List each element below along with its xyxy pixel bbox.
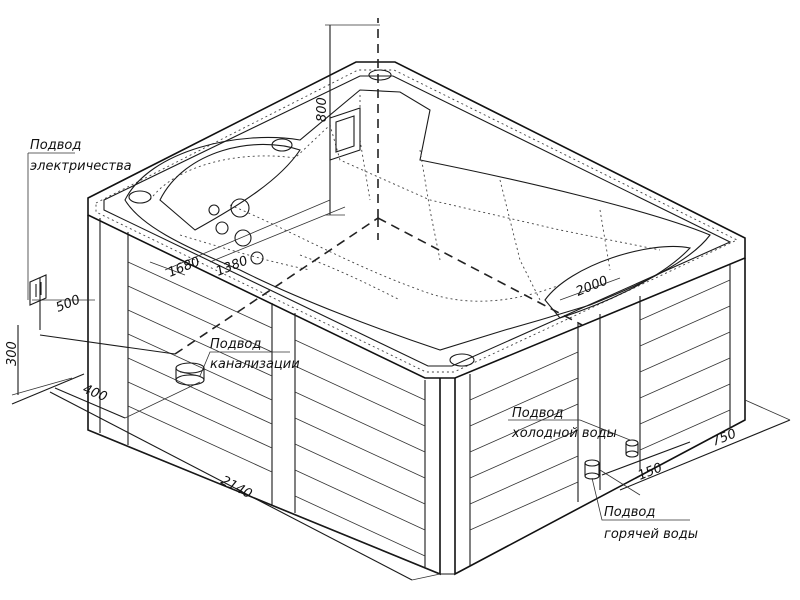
dim-300: 300 <box>5 341 20 366</box>
dimension-lines <box>11 24 791 581</box>
dim-800: 800 <box>315 97 330 122</box>
label-electric-line1: Подвод <box>30 138 81 153</box>
label-electric-line2: электричества <box>30 159 132 174</box>
tub-interior <box>124 69 711 367</box>
skirt-slats-right <box>469 279 731 531</box>
cold-water-pipe-icon <box>625 439 639 458</box>
tub-body <box>87 61 746 576</box>
label-sewer-line2: канализации <box>210 357 300 372</box>
power-socket-icon <box>29 274 47 306</box>
hot-water-supply: Подвод горячей воды <box>584 459 698 542</box>
dim-750: 750 <box>710 427 739 450</box>
dim-500: 500 <box>54 293 83 316</box>
axis-lines <box>174 18 583 355</box>
label-cold-line2: холодной воды <box>511 426 617 441</box>
drain-pipe-icon <box>175 362 205 386</box>
dim-2000: 2000 <box>574 273 610 299</box>
dim-2140: 2140 <box>218 473 254 502</box>
label-cold-line1: Подвод <box>512 406 563 421</box>
hot-water-pipe-icon <box>584 459 600 480</box>
label-hot-line2: горячей воды <box>604 527 698 542</box>
dim-1680: 1680 <box>166 254 202 280</box>
electric-supply: Подвод электричества <box>27 138 132 306</box>
label-sewer-line1: Подвод <box>210 337 261 352</box>
label-hot-line1: Подвод <box>604 505 655 520</box>
dim-1380: 1380 <box>214 253 250 279</box>
skirt-slats-left <box>127 261 426 557</box>
dim-400: 400 <box>81 382 110 405</box>
cold-water-supply: Подвод холодной воды <box>508 406 639 458</box>
sewer-supply: Подвод канализации <box>175 337 300 386</box>
